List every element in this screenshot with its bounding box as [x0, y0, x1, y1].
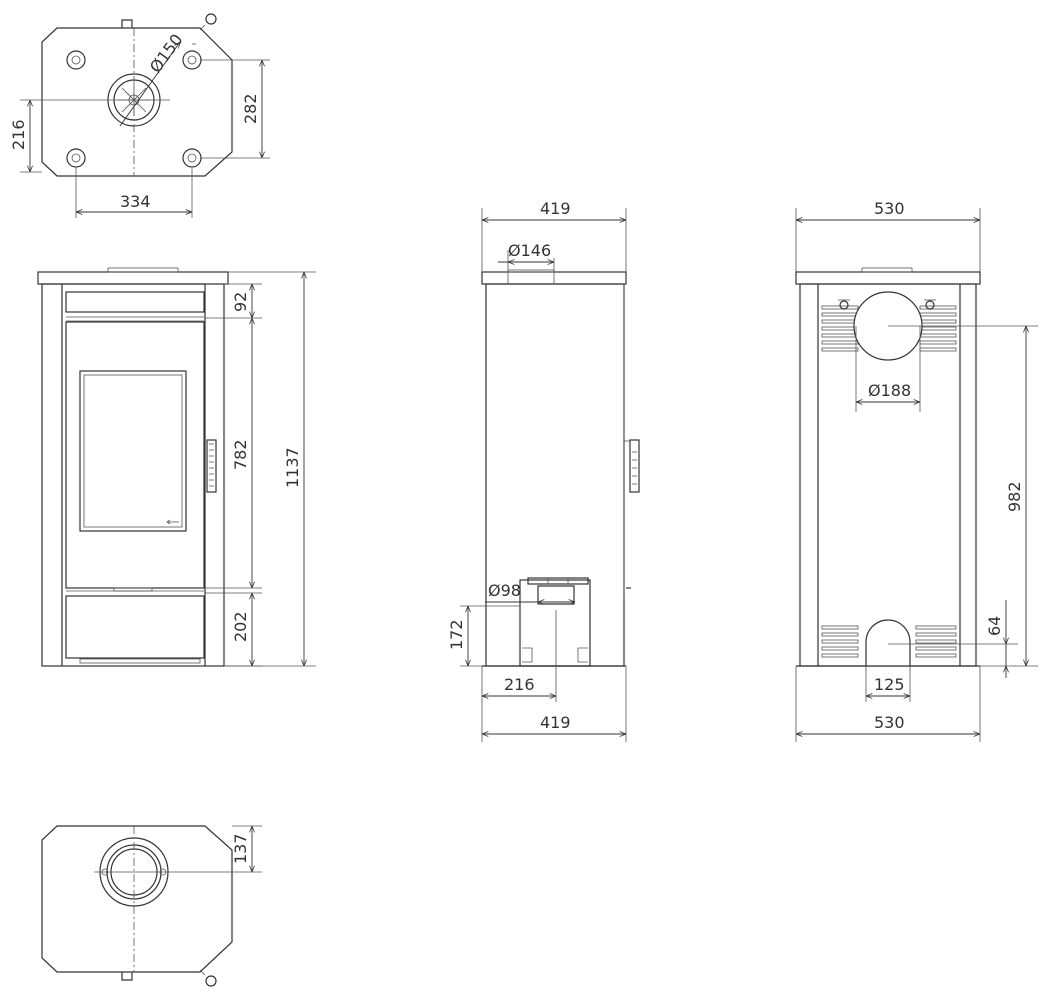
front-view: 92 782 202 1137 — [37, 267, 316, 667]
dim-back-982: 982 — [1005, 481, 1024, 512]
dim-top-216: 216 — [9, 119, 28, 150]
dim-back-530-bottom: 530 — [874, 713, 905, 732]
dim-back-diam-188: Ø188 — [868, 381, 911, 400]
dim-back-530-top: 530 — [874, 199, 905, 218]
dim-front-782: 782 — [231, 439, 250, 470]
bottom-view: 137 — [41, 825, 262, 987]
dim-front-1137: 1137 — [283, 447, 302, 488]
dim-side-419-top: 419 — [540, 199, 571, 218]
dim-side-216: 216 — [504, 675, 535, 694]
dim-side-419-bottom: 419 — [540, 713, 571, 732]
dim-back-125: 125 — [874, 675, 905, 694]
dim-back-64: 64 — [985, 616, 1004, 636]
dim-top-flue-diameter: Ø150 — [146, 30, 187, 76]
dim-side-172: 172 — [447, 619, 466, 650]
dim-side-diam-146: Ø146 — [508, 241, 551, 260]
dim-bottom-137: 137 — [231, 833, 250, 864]
side-view: 419 Ø146 Ø98 172 216 419 — [447, 199, 640, 742]
back-view: 530 Ø188 982 64 125 530 — [795, 199, 1038, 742]
back-bottom-vents — [821, 625, 957, 658]
dim-side-diam-98: Ø98 — [488, 581, 521, 600]
dim-front-92: 92 — [231, 292, 250, 312]
dim-front-202: 202 — [231, 611, 250, 642]
dim-top-334: 334 — [120, 192, 151, 211]
top-view: Ø150 216 282 334 — [9, 13, 270, 218]
dim-top-282: 282 — [241, 93, 260, 124]
